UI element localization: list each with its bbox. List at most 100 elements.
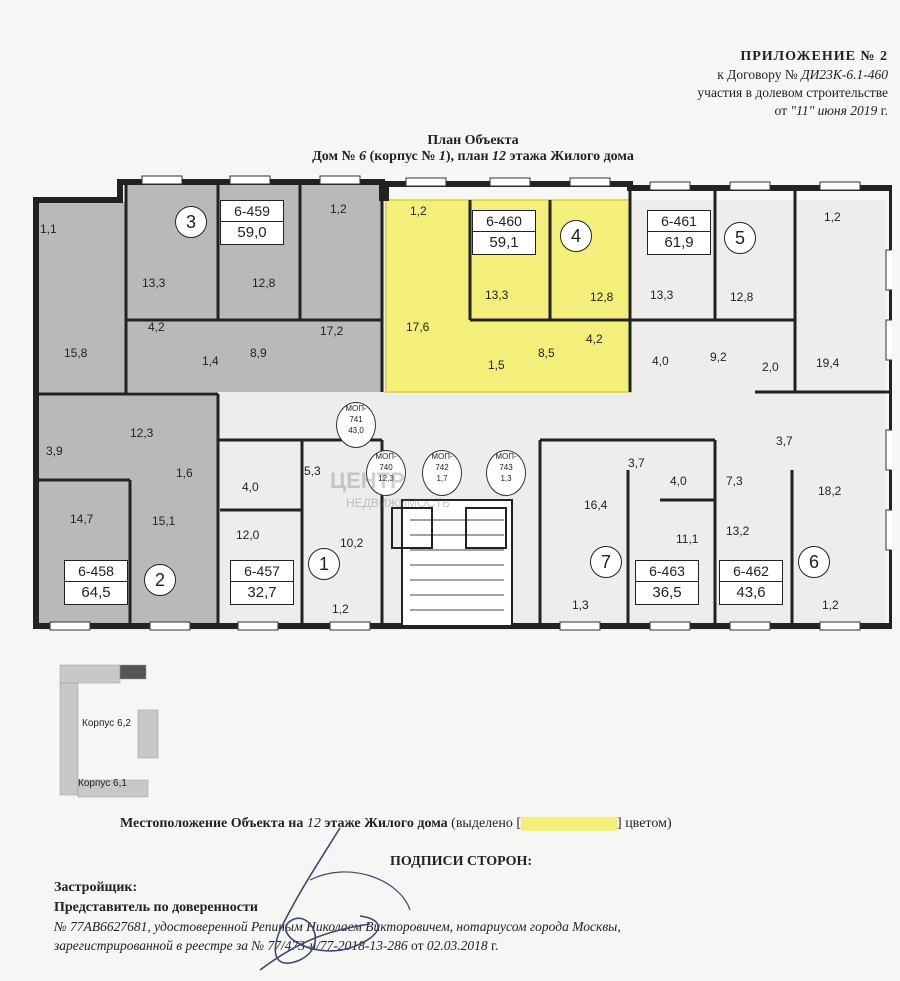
room-area: 13,3: [485, 288, 509, 302]
room-area: 16,4: [584, 498, 608, 512]
contract-date: от "11" июня 2019 г.: [697, 102, 888, 120]
mop-area: 1,7: [436, 474, 448, 483]
apartment-number: 6-457: [231, 561, 293, 582]
room-area: 15,8: [64, 346, 88, 360]
contract-type: участия в долевом строительстве: [697, 85, 888, 100]
section-number: 2: [144, 564, 176, 596]
room-area: 8,9: [250, 346, 267, 360]
apartment-number: 6-460: [473, 211, 535, 232]
section-number: 3: [175, 206, 207, 238]
contract-prefix: к Договору №: [717, 67, 802, 82]
apartment-area: 36,5: [652, 584, 682, 601]
appendix-header: ПРИЛОЖЕНИЕ № 2 к Договору № ДИ23К-6.1-46…: [697, 48, 888, 120]
key-plan-drawing: [59, 664, 159, 798]
room-area: 18,2: [818, 484, 842, 498]
mop-number: 742: [435, 463, 449, 472]
date-prefix: от: [774, 103, 791, 118]
apartment-area: 59,0: [237, 224, 267, 241]
room-area: 12,8: [730, 290, 754, 304]
mop-label: МОП-: [431, 452, 453, 461]
room-area: 12,0: [236, 528, 260, 542]
mop-area: 43,0: [348, 426, 364, 435]
room-area: 8,5: [538, 346, 555, 360]
plan-title-line2: Дом № 6 (корпус № 1), план 12 этажа Жило…: [273, 149, 673, 165]
section-number: 1: [308, 548, 340, 580]
room-area: 13,2: [726, 524, 750, 538]
room-area: 1,2: [822, 598, 839, 612]
plan-title-line1: План Объекта: [427, 133, 519, 148]
location-paren-close: ] цветом): [617, 816, 672, 831]
t-c: (корпус №: [366, 149, 439, 164]
contract-ref: к Договору № ДИ23К-6.1-460: [697, 66, 888, 84]
representative-label: Представитель по доверенности: [54, 900, 258, 915]
mop-label: МОП-: [375, 452, 397, 461]
room-area: 15,1: [152, 514, 176, 528]
mop-label: МОП-: [495, 452, 517, 461]
handwritten-signature: [259, 827, 411, 971]
registry-date: 02.03.2018: [426, 938, 488, 953]
room-area: 1,4: [202, 354, 219, 368]
registry-from: от: [407, 938, 427, 953]
plan-title: План Объекта Дом № 6 (корпус № 1), план …: [273, 133, 673, 165]
room-area: 4,0: [242, 480, 259, 494]
mop-number: 741: [349, 415, 363, 424]
room-area: 1,2: [824, 210, 841, 224]
t-a: Дом №: [312, 149, 360, 164]
apartment-number: 6-463: [636, 561, 698, 582]
apartment-badge: 6-463 36,5: [635, 560, 699, 605]
t-g: этажа Жилого дома: [506, 149, 634, 164]
room-area: 17,2: [320, 324, 344, 338]
apartment-number: 6-462: [720, 561, 782, 582]
section-number: 5: [724, 222, 756, 254]
t-d: 1: [438, 149, 446, 164]
room-area: 13,3: [142, 276, 166, 290]
key-plan-label: Корпус 6,2: [82, 718, 131, 729]
room-area: 12,8: [252, 276, 276, 290]
room-area: 9,2: [710, 350, 727, 364]
room-area: 11,1: [676, 532, 699, 546]
t-b: 6: [359, 149, 367, 164]
mop-number: 743: [499, 463, 513, 472]
room-area: 4,0: [670, 474, 687, 488]
apartment-area: 43,6: [736, 584, 766, 601]
room-area: 4,0: [652, 354, 669, 368]
room-area: 1,1: [40, 222, 57, 236]
room-area: 2,0: [762, 360, 779, 374]
mop-area: 1,3: [500, 474, 512, 483]
developer-label: Застройщик:: [54, 880, 138, 895]
t-f: 12: [492, 149, 507, 164]
room-area: 1,2: [332, 602, 349, 616]
apartment-badge: 6-460 59,1: [472, 210, 536, 255]
location-floor: 12: [306, 816, 321, 831]
apartment-area: 64,5: [81, 584, 111, 601]
contract-number: ДИ23К-6.1-460: [801, 67, 888, 82]
power-of-attorney-line2: зарегистрированной в реестре за № 77/473…: [54, 938, 498, 954]
room-area: 3,7: [776, 434, 793, 448]
apartment-number: 6-458: [65, 561, 127, 582]
date-value: "11" июня 2019: [790, 103, 878, 118]
room-area: 1,2: [410, 204, 427, 218]
room-area: 12,3: [130, 426, 154, 440]
registry-text: зарегистрированной в реестре за № 77/473…: [54, 938, 408, 953]
room-area: 12,8: [590, 290, 614, 304]
apartment-area: 61,9: [664, 234, 694, 251]
mop-number: 740: [379, 463, 393, 472]
room-area: 5,3: [304, 464, 321, 478]
room-area: 4,2: [148, 320, 165, 334]
room-area: 1,6: [176, 466, 193, 480]
location-line: Местоположение Объекта на 12 этаже Жилог…: [120, 816, 672, 832]
room-area: 1,2: [330, 202, 347, 216]
room-area: 1,5: [488, 358, 505, 372]
common-area-marker: МОП- 743 1,3: [486, 450, 526, 496]
watermark-title: ЦЕНТР: [330, 468, 405, 493]
room-area: 17,6: [406, 320, 430, 334]
apartment-area: 59,1: [489, 234, 519, 251]
highlight-swatch: [521, 816, 618, 831]
room-area: 3,9: [46, 444, 63, 458]
section-number: 6: [798, 546, 830, 578]
location-prefix: Местоположение Объекта на: [120, 816, 307, 831]
